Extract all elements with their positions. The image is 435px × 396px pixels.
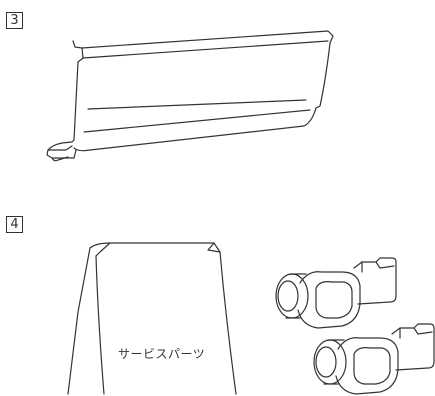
step-3-marker: 3 — [6, 12, 23, 29]
service-parts-panel — [67, 242, 237, 395]
step-4-marker: 4 — [6, 216, 23, 233]
clip-connector-1 — [275, 257, 397, 329]
service-parts-label: サービスパーツ — [118, 347, 206, 361]
clip-connector-2 — [313, 323, 435, 395]
trim-cover-part — [46, 30, 334, 162]
